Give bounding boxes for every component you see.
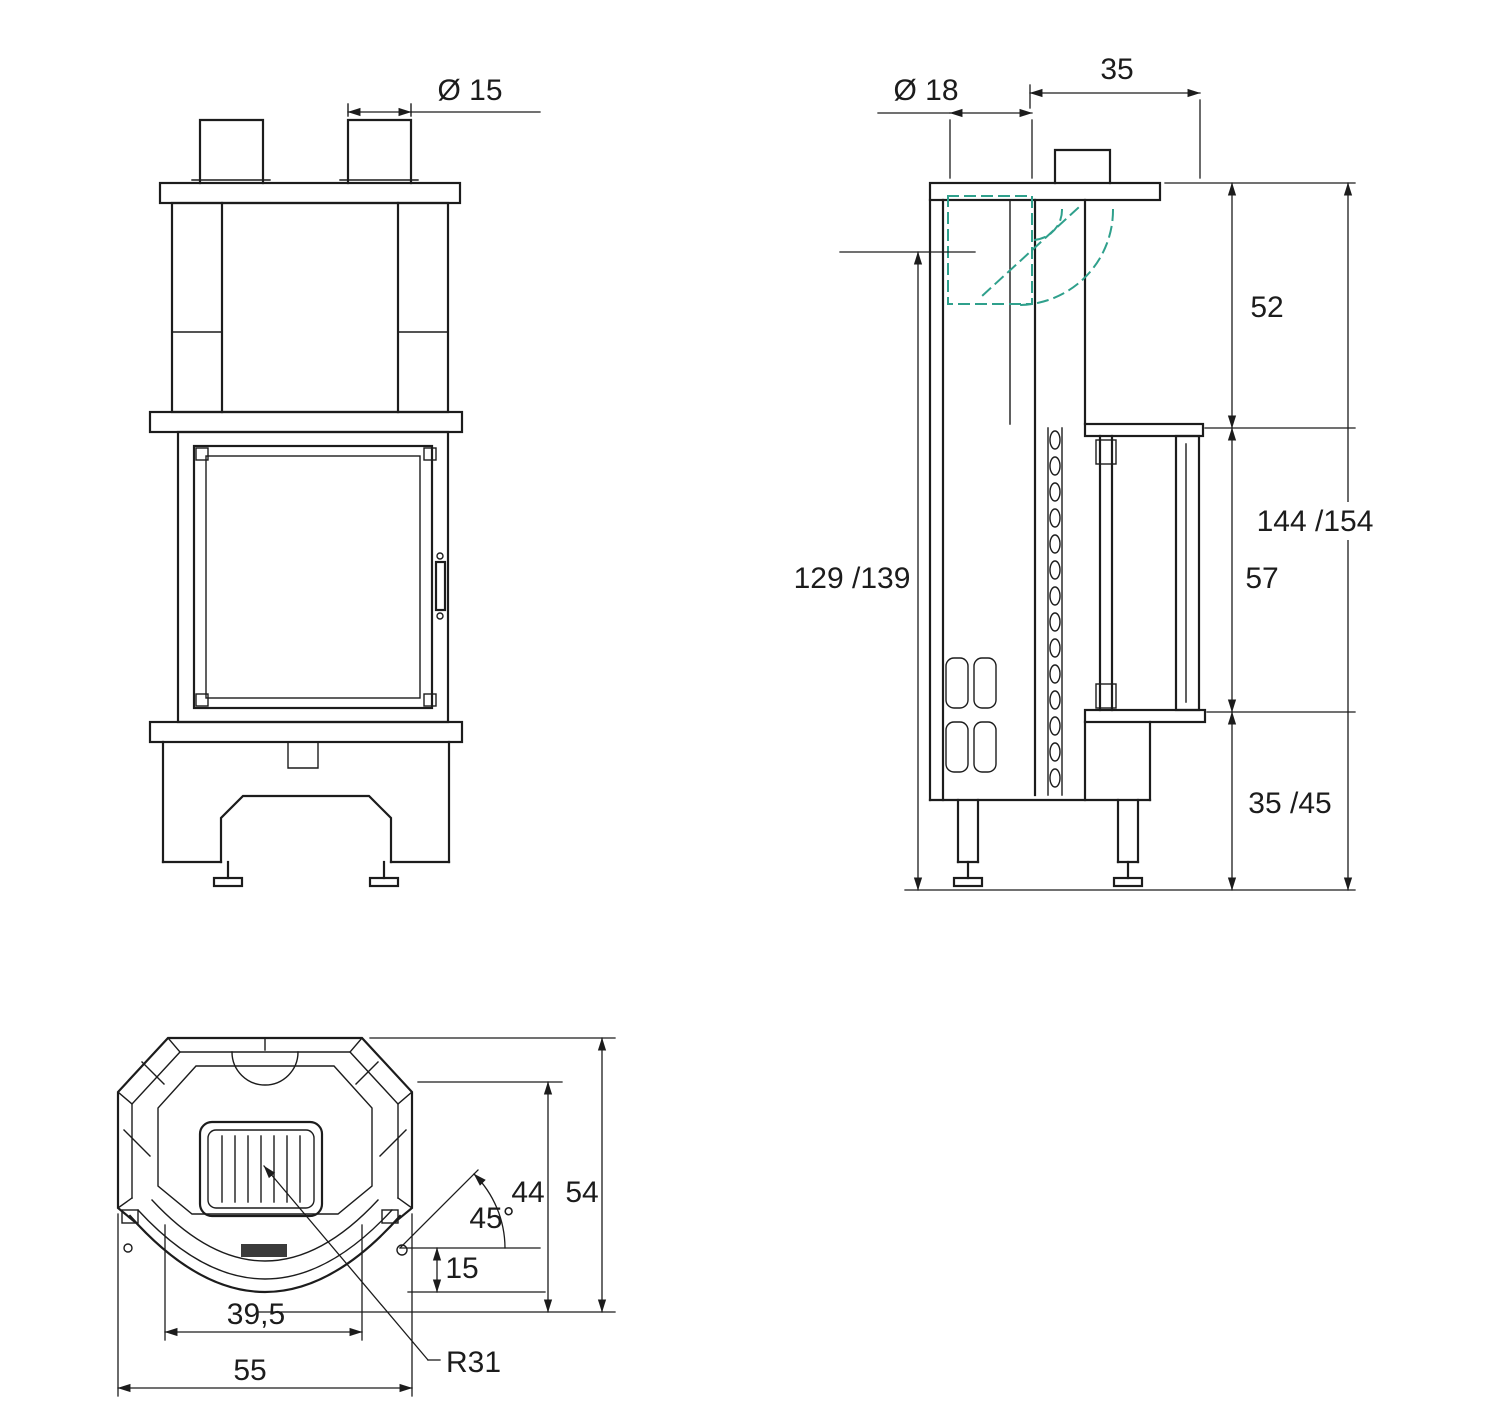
front-view: Ø 15 <box>148 74 541 888</box>
top-dimensions <box>117 1037 616 1397</box>
dim-front-flue-diameter: Ø 15 <box>437 74 502 107</box>
front-pedestal <box>161 740 451 864</box>
brand-plate <box>241 1244 287 1257</box>
dim-top-front-offset: 15 <box>445 1252 478 1285</box>
dim-top-corner-angle: 45° <box>469 1202 514 1235</box>
front-door <box>176 430 450 724</box>
front-hood <box>158 181 462 414</box>
front-flue-dimension <box>347 103 541 117</box>
dim-top-grate-width: 39,5 <box>227 1298 285 1331</box>
dim-top-total-depth: 54 <box>565 1176 598 1209</box>
side-vents <box>945 657 997 773</box>
side-rear-flue-dashed <box>947 195 1115 307</box>
dim-top-door-radius: R31 <box>446 1346 501 1379</box>
dim-side-base-height: 35 /45 <box>1248 787 1331 820</box>
dim-side-flue-axis-height: 129 /139 <box>794 562 911 595</box>
top-grate <box>198 1120 324 1218</box>
dim-top-overall-width: 55 <box>233 1354 266 1387</box>
top-body <box>116 1036 414 1224</box>
dim-side-flue-offset: 35 <box>1100 53 1133 86</box>
side-dimensions <box>839 84 1356 891</box>
side-louvres <box>1047 427 1063 796</box>
side-body <box>928 148 1162 802</box>
top-door-arc <box>121 1199 408 1294</box>
top-view: 54 44 45° 15 39,5 55 R31 <box>116 1036 616 1397</box>
front-flue-collars <box>191 118 419 185</box>
dim-side-flue-diameter: Ø 18 <box>893 74 958 107</box>
front-firebox-frame <box>148 410 464 744</box>
side-door <box>1083 422 1207 724</box>
front-door-handle <box>434 552 447 620</box>
dim-side-door-height: 57 <box>1245 562 1278 595</box>
side-view: Ø 18 35 52 144 /154 57 129 /139 35 /45 <box>794 53 1385 891</box>
dim-side-overall-height: 144 /154 <box>1257 505 1374 538</box>
side-legs-feet <box>952 798 1144 888</box>
dim-top-inner-depth: 44 <box>511 1176 544 1209</box>
front-feet <box>212 860 400 888</box>
dim-side-top-section-height: 52 <box>1250 291 1283 324</box>
